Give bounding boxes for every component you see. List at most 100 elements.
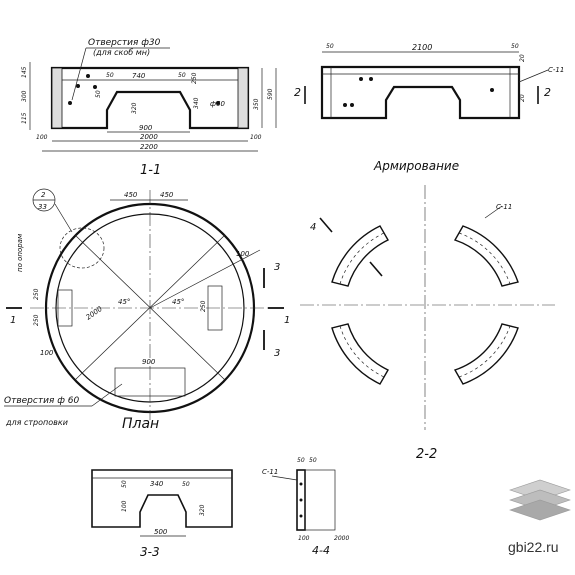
- dim-100-plan-b: 100: [40, 349, 54, 357]
- section-3-3-title: 3-3: [140, 545, 160, 559]
- rebar-br: [458, 325, 511, 378]
- plan-opening-right: [207, 285, 223, 331]
- cut-label-4-a: 4: [310, 222, 316, 233]
- cut-label-2-left: 2: [294, 86, 301, 99]
- reinforcement-view: Армирование С-11 4: [300, 159, 555, 430]
- section-2-2-title: 2-2: [416, 447, 437, 462]
- section-4-4-body: [304, 469, 336, 531]
- rebar-bl: [339, 325, 385, 378]
- dim-300: 300: [21, 90, 28, 102]
- wall-section-right: [237, 67, 249, 129]
- section-2-2: 50 2100 50 20 20 С-11 2 2: [294, 43, 564, 120]
- arc-segment-bl: [331, 323, 389, 385]
- dim-2000: 2000: [140, 133, 158, 141]
- dim-2000-plan: 2000: [85, 305, 105, 322]
- watermark-text[interactable]: gbi22.ru: [508, 539, 559, 555]
- dim-2100: 2100: [412, 43, 432, 52]
- dim-50-b: 50: [178, 72, 186, 79]
- rebar-dot-2: [299, 498, 303, 502]
- hole-mark-4: [93, 85, 97, 89]
- logo-slab-bottom: [509, 499, 571, 521]
- hole-mark-1: [68, 101, 72, 105]
- hole-leader: [71, 47, 87, 101]
- hole-mark-5: [216, 101, 220, 105]
- detail-ref-bottom: 33: [38, 203, 47, 211]
- cut-label-2-right: 2: [544, 86, 551, 99]
- dim-50-a-4: 50: [297, 457, 305, 464]
- dim-900: 900: [139, 124, 153, 132]
- rebar-dot-1: [299, 482, 303, 486]
- hole-note-sub: (для скоб мн): [93, 48, 150, 57]
- cut-label-1-right: 1: [284, 315, 290, 326]
- dim-50-a-3: 50: [121, 480, 128, 488]
- dim-250-a: 250: [33, 288, 40, 300]
- callout-leader-r: [484, 205, 503, 219]
- cut-mark-4-b: [369, 261, 383, 277]
- hole-mark-2: [76, 84, 80, 88]
- hole-note: Отверстия ф30: [88, 38, 161, 48]
- dim-145: 145: [21, 66, 28, 78]
- section-4-4: С-11 50 50 100 2000 4-4: [262, 457, 349, 557]
- dim-50-b-4: 50: [309, 457, 317, 464]
- section-1-1-outline: [50, 66, 250, 130]
- dim-250-b: 250: [33, 314, 40, 326]
- angle-45-a: 45°: [118, 298, 130, 306]
- detail-leader: [54, 203, 73, 233]
- anchor-mark-4: [350, 103, 354, 107]
- cut-label-1-left: 1: [10, 315, 16, 326]
- dim-740: 740: [132, 72, 146, 80]
- dim-450-b: 450: [160, 191, 174, 199]
- section-4-4-title: 4-4: [312, 544, 330, 557]
- arc-segment-br: [453, 323, 519, 385]
- dim-250: 250: [191, 72, 198, 84]
- plan-opening-bottom: [114, 367, 186, 397]
- dim-320-3: 320: [199, 504, 206, 516]
- plan-opening-left: [57, 289, 73, 327]
- dim-115: 115: [21, 112, 28, 124]
- angle-45-b: 45°: [172, 298, 184, 306]
- dim-20-b: 20: [519, 94, 526, 102]
- dim-340-3: 340: [150, 480, 164, 488]
- dim-900-plan: 900: [142, 358, 156, 366]
- detail-ref-top: 2: [41, 191, 46, 199]
- arc-segment-tl: [331, 225, 389, 287]
- anchor-mark-2: [369, 77, 373, 81]
- dim-100-a: 100: [36, 134, 48, 141]
- dim-100-b: 100: [250, 134, 262, 141]
- dim-50-c: 50: [95, 90, 102, 98]
- dim-2200: 2200: [140, 143, 158, 151]
- dim-450-a: 450: [124, 191, 138, 199]
- anchor-mark-1: [359, 77, 363, 81]
- dim-590: 590: [267, 88, 274, 100]
- hole-note-plan: Отверстия ф 60: [4, 396, 79, 406]
- plan-radius-line: [149, 249, 261, 309]
- reinforcement-title: Армирование: [373, 159, 459, 173]
- hole-mark-3: [86, 74, 90, 78]
- dim-2000-4: 2000: [334, 535, 349, 542]
- callout-leader-4: [271, 475, 298, 481]
- dim-50-a-2: 50: [326, 43, 334, 50]
- cut-label-3-bottom: 3: [274, 348, 280, 359]
- cut-label-3-top: 3: [274, 262, 280, 273]
- rebar-dot-3: [299, 514, 303, 518]
- section-2-2-outline: [320, 65, 521, 120]
- dim-250-c: 250: [200, 300, 207, 312]
- site-logo: [509, 479, 571, 521]
- arc-segment-tr: [453, 225, 519, 287]
- dim-500-3: 500: [154, 528, 168, 536]
- wall-section-left: [51, 67, 63, 129]
- rebar-tl: [339, 232, 385, 285]
- callout-leader-2: [518, 69, 549, 83]
- section-3-3: 50 340 50 100 320 500 3-3: [91, 469, 233, 559]
- callout-c11-4: С-11: [262, 468, 278, 476]
- detail-circle: [59, 227, 105, 269]
- dim-20: 20: [519, 54, 526, 62]
- section-3-3-outline: [91, 469, 233, 528]
- anchor-mark-3: [343, 103, 347, 107]
- dim-50-b-3: 50: [182, 481, 190, 488]
- dim-320: 320: [131, 102, 138, 114]
- section-1-1: Отверстия ф30 (для скоб мн) 145 300 115 …: [21, 38, 277, 178]
- hole-note-plan-sub: для строповки: [5, 418, 68, 427]
- dim-340: 340: [193, 97, 200, 109]
